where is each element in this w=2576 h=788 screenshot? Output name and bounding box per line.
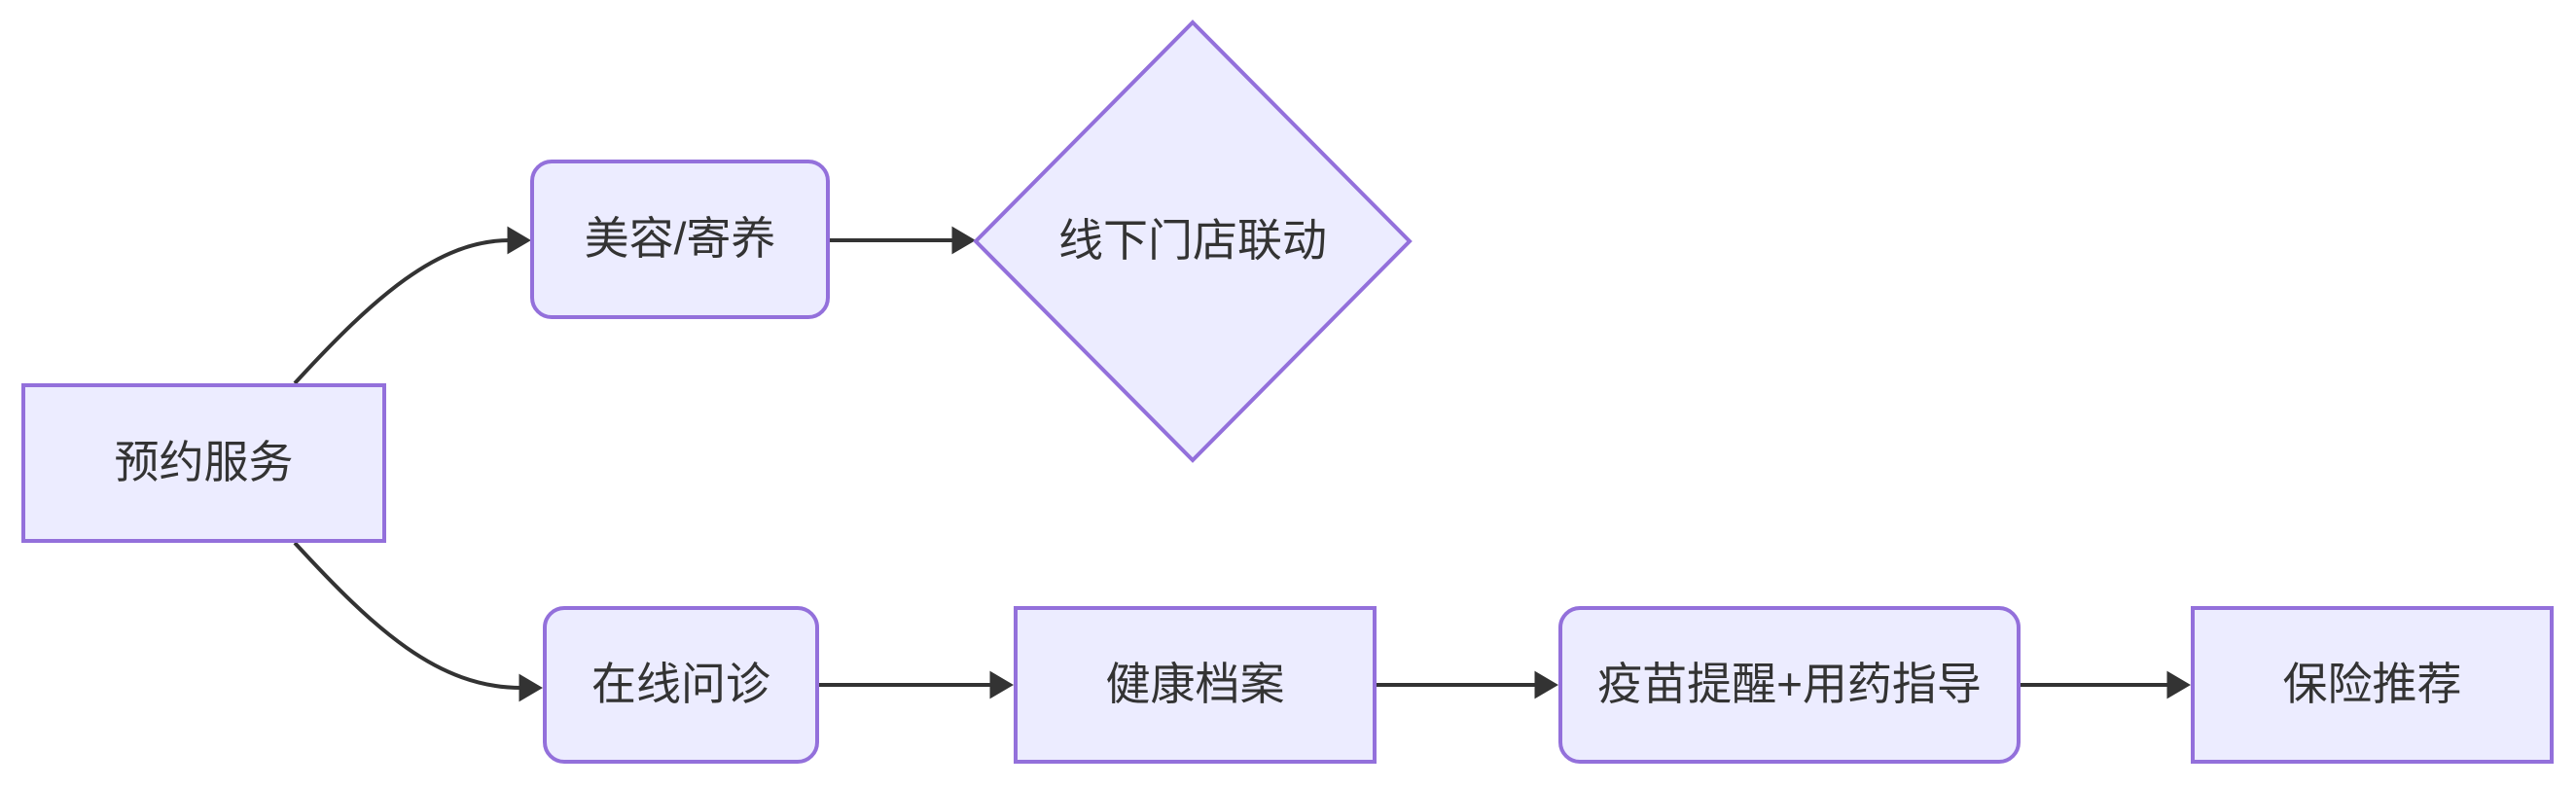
edge-appointment-to-grooming [293,238,511,385]
node-offline-store-linkage: 线下门店联动 [976,22,1410,460]
arrowhead-icon [507,226,531,255]
node-health-records: 健康档案 [1014,606,1377,764]
node-grooming-boarding: 美容/寄养 [530,160,830,319]
node-insurance-recommendation: 保险推荐 [2191,606,2554,764]
node-label: 健康档案 [1105,659,1285,710]
node-label: 疫苗提醒+用药指导 [1597,659,1982,710]
arrowhead-icon [1534,670,1558,699]
node-label: 保险推荐 [2282,659,2462,710]
node-label: 线下门店联动 [1058,215,1327,267]
node-online-consultation: 在线问诊 [543,606,819,764]
node-label: 预约服务 [114,437,294,488]
arrowhead-icon [2166,670,2191,699]
node-vaccine-medication: 疫苗提醒+用药指导 [1558,606,2021,764]
node-label: 美容/寄养 [584,213,776,265]
node-offline-store-diamond-shape [973,19,1413,463]
node-appointment-service: 预约服务 [21,383,386,543]
edge-appointment-to-consult [293,541,522,690]
arrowhead-icon [989,670,1014,699]
arrowhead-icon [519,673,543,702]
arrowhead-icon [951,226,976,255]
node-label: 在线问诊 [591,659,770,710]
